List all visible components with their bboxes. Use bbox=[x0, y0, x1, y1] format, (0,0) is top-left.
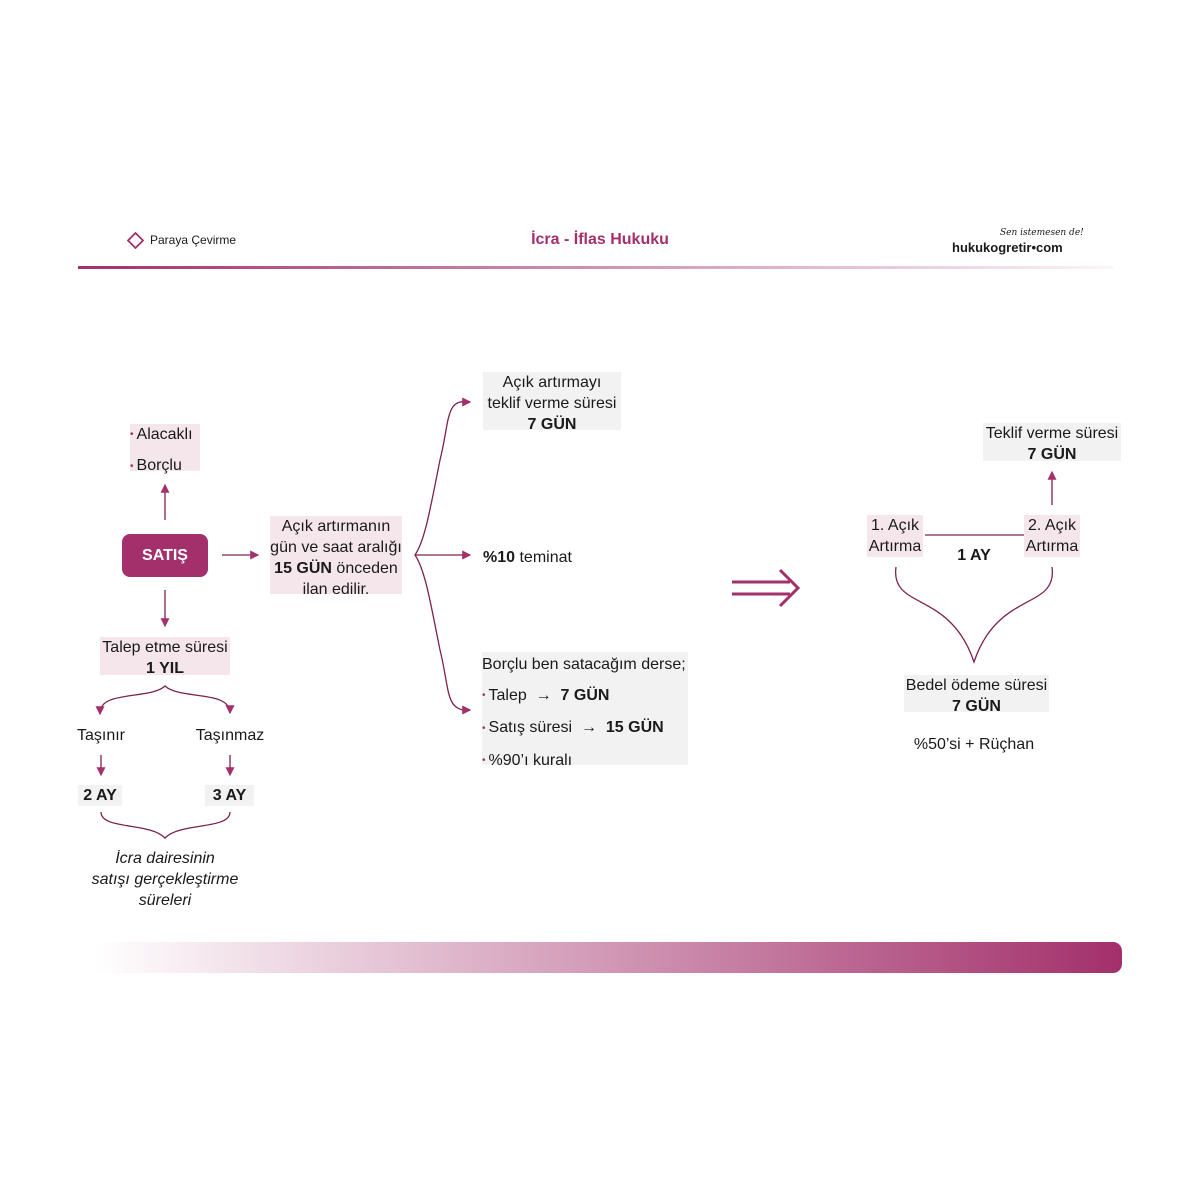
header-divider bbox=[78, 266, 1113, 269]
movable-period: 2 AY bbox=[78, 785, 122, 806]
auction-gap: 1 AY bbox=[957, 547, 991, 564]
sale-node: SATIŞ bbox=[122, 534, 208, 577]
double-arrow-icon bbox=[732, 568, 801, 608]
logo: hukukogretir•com bbox=[952, 240, 1063, 255]
movable-label: Taşınır bbox=[76, 727, 125, 744]
section-label: Paraya Çevirme bbox=[150, 233, 237, 247]
brace-durations bbox=[100, 811, 231, 839]
brace-middle bbox=[414, 400, 471, 711]
immovable-period: 3 AY bbox=[205, 785, 254, 806]
announcement-box: Açık artırmanın gün ve saat aralığı 15 G… bbox=[270, 516, 402, 598]
brace-split bbox=[99, 685, 235, 715]
logo-tagline: Sen istemesen de! bbox=[1000, 228, 1084, 238]
list-item: •%90’ı kuralı bbox=[482, 751, 573, 769]
guarantee-label: %10 teminat bbox=[483, 549, 572, 566]
diamond-icon bbox=[127, 232, 144, 249]
party-debtor: Borçlu bbox=[136, 457, 182, 475]
debtor-box: Borçlu ben satacağım derse; •Talep → 7 G… bbox=[482, 652, 688, 769]
list-item: •Satış süresi → 15 GÜN bbox=[482, 719, 664, 737]
page-title: İcra - İflas Hukuku bbox=[531, 231, 669, 248]
immovable-label: Taşınmaz bbox=[195, 727, 265, 744]
party-creditor: Alacaklı bbox=[136, 426, 193, 443]
footer-bar bbox=[95, 942, 1122, 973]
preemption-note: %50’si + Rüçhan bbox=[913, 736, 1035, 753]
list-item: •Talep → 7 GÜN bbox=[482, 687, 610, 704]
brace-payment bbox=[895, 566, 1053, 665]
parties-box: •Alacaklı •Borçlu bbox=[130, 424, 200, 475]
